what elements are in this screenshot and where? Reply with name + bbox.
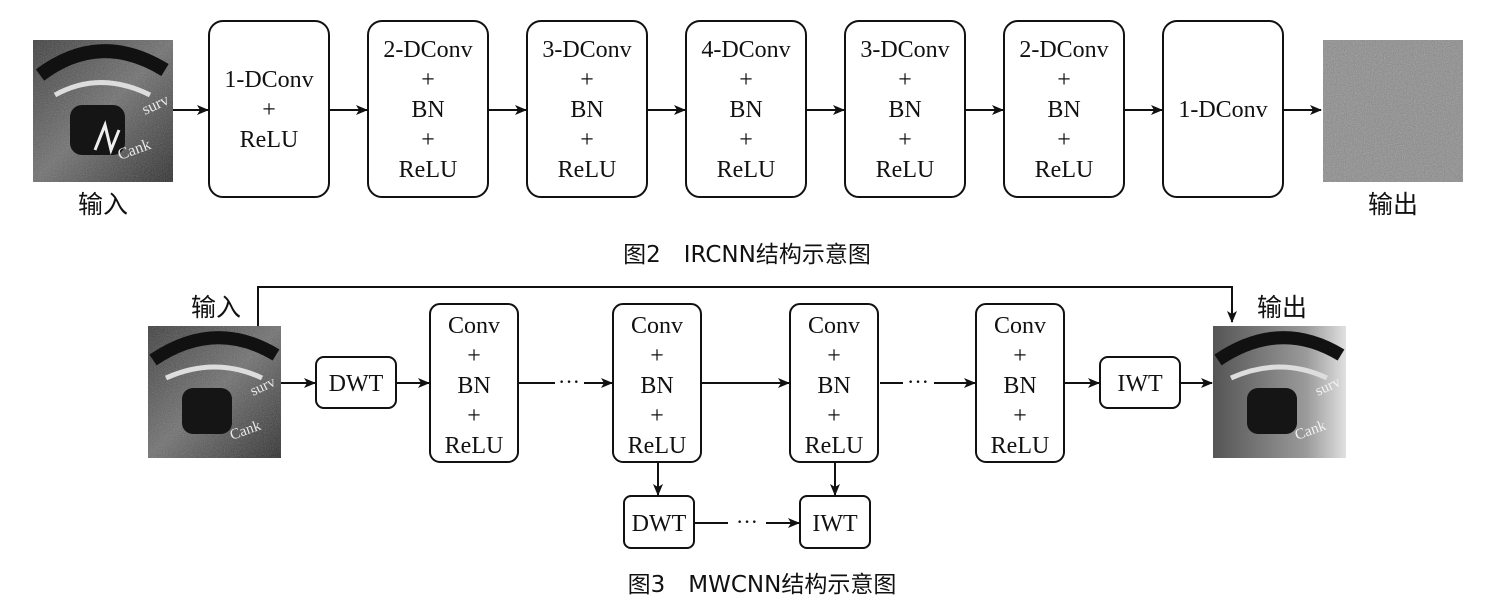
mwcnn-figure: surv Cank 输入 surv Cank 输出 DWT IWT Conv + B…: [148, 286, 1346, 598]
mwcnn-sub-dwt-label: DWT: [632, 511, 687, 537]
mwcnn-conv-block-line: Conv: [808, 313, 860, 339]
ircnn-block-line: BN: [570, 97, 603, 123]
ircnn-block-line: ReLU: [399, 157, 458, 183]
mwcnn-output-image: surv Cank: [1213, 326, 1346, 458]
mwcnn-conv-block-line: +: [467, 343, 481, 369]
ircnn-block-line: BN: [888, 97, 921, 123]
mwcnn-input-image: surv Cank: [148, 326, 281, 458]
mwcnn-conv-block-line: BN: [640, 373, 673, 399]
mwcnn-skip-connection: [257, 286, 1237, 326]
ircnn-blocks: 1-DConv + ReLU 2-DConv + BN + ReLU 3-DConv + BN + Re…: [208, 20, 1284, 198]
ircnn-block-line: ReLU: [240, 127, 299, 153]
ircnn-block-5: 3-DConv + BN + ReLU: [844, 20, 966, 198]
mwcnn-conv-block-line: ReLU: [805, 433, 864, 459]
mwcnn-conv-block-2: Conv + BN + ReLU: [612, 303, 702, 463]
mwcnn-conv-block-line: ReLU: [991, 433, 1050, 459]
mwcnn-conv-block-line: BN: [457, 373, 490, 399]
ircnn-block-line: +: [421, 67, 435, 93]
mwcnn-conv-block-line: Conv: [994, 313, 1046, 339]
ircnn-block-4: 4-DConv + BN + ReLU: [685, 20, 807, 198]
ircnn-figure: surv Cank 输入 输出 1-DConv + ReLU 2-DConv + BN + R…: [33, 20, 1463, 268]
ircnn-block-line: 2-DConv: [383, 37, 472, 63]
mwcnn-conv-block-3: Conv + BN + ReLU: [789, 303, 879, 463]
mwcnn-conv-block-line: +: [650, 403, 664, 429]
ircnn-block-line: 1-DConv: [224, 67, 313, 93]
mwcnn-caption: 图3 MWCNN结构示意图: [628, 572, 897, 598]
mwcnn-output-label: 输出: [1257, 293, 1307, 322]
ircnn-block-line: +: [898, 67, 912, 93]
mwcnn-sub-iwt-label: IWT: [812, 511, 858, 537]
ircnn-block-line: +: [580, 127, 594, 153]
mwcnn-conv-block-line: Conv: [631, 313, 683, 339]
mwcnn-conv-block-line: BN: [817, 373, 850, 399]
ircnn-block-line: +: [262, 97, 276, 123]
ircnn-block-1: 1-DConv + ReLU: [208, 20, 330, 198]
ircnn-block-line: +: [898, 127, 912, 153]
ircnn-block-line: 3-DConv: [860, 37, 949, 63]
ellipsis-2: ···: [907, 369, 929, 394]
ircnn-input-label: 输入: [78, 190, 128, 219]
mwcnn-conv-block-line: ReLU: [445, 433, 504, 459]
ircnn-block-line: +: [739, 67, 753, 93]
ircnn-block-line: ReLU: [558, 157, 617, 183]
ircnn-block-line: ReLU: [717, 157, 776, 183]
ircnn-block-line: BN: [1047, 97, 1080, 123]
ircnn-block-line: 3-DConv: [542, 37, 631, 63]
ircnn-block-line: 4-DConv: [701, 37, 790, 63]
ellipsis-1: ···: [558, 369, 580, 394]
mwcnn-conv-block-1: Conv + BN + ReLU: [429, 303, 519, 463]
ircnn-block-line: +: [739, 127, 753, 153]
ircnn-block-6: 2-DConv + BN + ReLU: [1003, 20, 1125, 198]
mwcnn-conv-block-line: ReLU: [628, 433, 687, 459]
mwcnn-iwt-label: IWT: [1117, 371, 1163, 397]
mwcnn-conv-block-4: Conv + BN + ReLU: [975, 303, 1065, 463]
ircnn-block-line: +: [1057, 127, 1071, 153]
ircnn-block-line: 2-DConv: [1019, 37, 1108, 63]
mwcnn-input-label: 输入: [191, 293, 241, 322]
ircnn-input-image: surv Cank: [33, 40, 173, 182]
mwcnn-conv-block-line: Conv: [448, 313, 500, 339]
mwcnn-sub-iwt-box: [799, 495, 871, 549]
ellipsis-3: ···: [736, 509, 758, 534]
mwcnn-conv-block-line: BN: [1003, 373, 1036, 399]
ircnn-block-line: ReLU: [876, 157, 935, 183]
ircnn-block-line: BN: [729, 97, 762, 123]
ircnn-output-image: [1323, 40, 1463, 182]
ircnn-block-line: +: [1057, 67, 1071, 93]
ircnn-block-line: 1-DConv: [1178, 97, 1267, 123]
ircnn-caption: 图2 IRCNN结构示意图: [623, 242, 871, 268]
ircnn-block-line: +: [421, 127, 435, 153]
mwcnn-conv-block-line: +: [827, 403, 841, 429]
ircnn-output-label: 输出: [1368, 190, 1418, 219]
mwcnn-conv-block-line: +: [1013, 343, 1027, 369]
ircnn-block-line: +: [580, 67, 594, 93]
mwcnn-conv-block-line: +: [467, 403, 481, 429]
mwcnn-conv-block-line: +: [1013, 403, 1027, 429]
ircnn-block-line: BN: [411, 97, 444, 123]
mwcnn-dwt-label: DWT: [329, 371, 384, 397]
ircnn-block-2: 2-DConv + BN + ReLU: [367, 20, 489, 198]
ircnn-block-line: ReLU: [1035, 157, 1094, 183]
mwcnn-blocks: Conv+BN+ReLUConv+BN+ReLUConv+BN+ReLUConv…: [429, 303, 1065, 463]
mwcnn-conv-block-line: +: [827, 343, 841, 369]
ircnn-block-7: 1-DConv: [1162, 20, 1284, 198]
ircnn-block-3: 3-DConv + BN + ReLU: [526, 20, 648, 198]
mwcnn-conv-block-line: +: [650, 343, 664, 369]
